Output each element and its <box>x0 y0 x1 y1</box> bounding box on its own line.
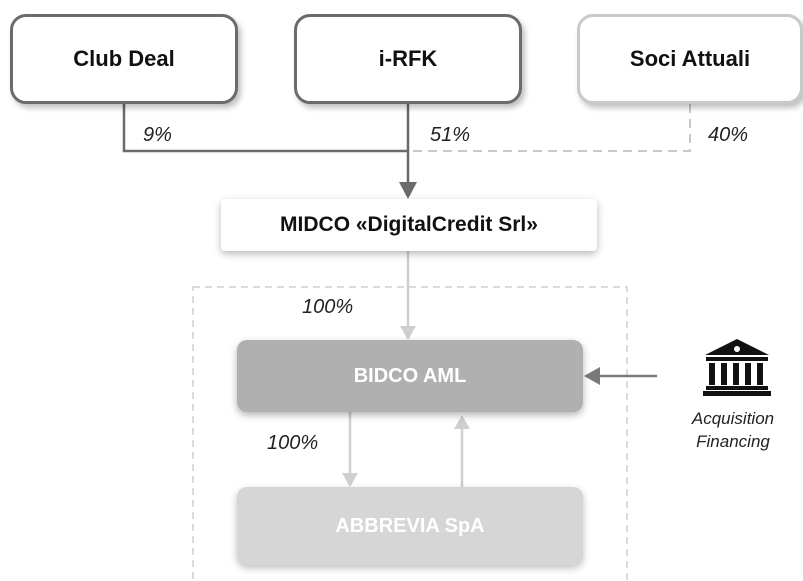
acquisition-financing-label: Acquisition Financing <box>663 407 803 453</box>
consolidation-perimeter <box>192 286 628 581</box>
soci-attuali-share: 40% <box>708 124 749 146</box>
shareholder-name: Club Deal <box>73 46 175 71</box>
financing-line-1: Acquisition <box>691 409 775 428</box>
club-deal-connector <box>122 104 408 153</box>
shareholder-name: i-RFK <box>378 46 438 71</box>
bidco-share: 100% <box>302 296 354 318</box>
shareholder-name: Soci Attuali <box>629 46 751 71</box>
financing-line-2: Financing <box>696 432 770 451</box>
bank-icon <box>703 339 771 396</box>
midco-arrowhead <box>399 182 417 199</box>
shareholder-club-deal: Club Deal <box>10 14 238 104</box>
club-deal-share: 9% <box>143 124 172 146</box>
financing-arrowhead <box>584 367 600 385</box>
midco-name: MIDCO «DigitalCredit Srl» <box>280 213 538 236</box>
upward-arrowhead <box>454 415 470 429</box>
bidco-box: BIDCO AML <box>237 340 583 412</box>
bidco-name: BIDCO AML <box>353 364 467 387</box>
soci-attuali-connector <box>408 104 691 152</box>
shareholder-i-rfk: i-RFK <box>294 14 522 104</box>
abbrevia-share: 100% <box>267 432 319 454</box>
shareholder-soci-attuali: Soci Attuali <box>577 14 803 104</box>
midco-box: MIDCO «DigitalCredit Srl» <box>221 199 597 251</box>
abbrevia-name: ABBREVIA SpA <box>335 514 485 537</box>
abbrevia-box: ABBREVIA SpA <box>237 487 583 565</box>
i-rfk-share: 51% <box>430 124 471 146</box>
bidco-arrowhead <box>400 326 416 340</box>
abbrevia-arrowhead <box>342 473 358 487</box>
